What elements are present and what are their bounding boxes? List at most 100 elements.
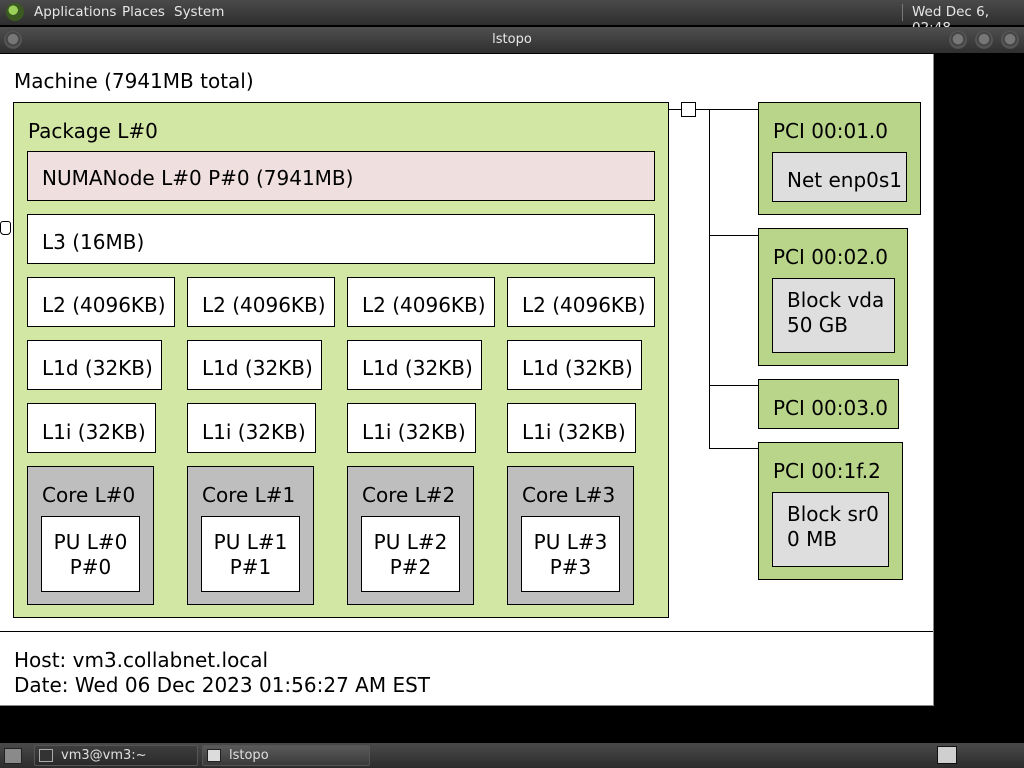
os-device-box: Block sr0 0 MB bbox=[772, 492, 889, 567]
lstopo-canvas: Machine (7941MB total) Package L#0 NUMAN… bbox=[0, 54, 934, 706]
core-label: Core L#1 bbox=[202, 483, 296, 507]
l1d-cache-label: L1d (32KB) bbox=[522, 356, 633, 380]
l1d-cache-label: L1d (32KB) bbox=[202, 356, 313, 380]
taskbar-item-label: lstopo bbox=[229, 748, 269, 763]
taskbar-item-label: vm3@vm3:~ bbox=[61, 748, 147, 763]
pu-box: PU L#1 P#1 bbox=[201, 516, 300, 592]
os-device-box: Block vda 50 GB bbox=[772, 278, 895, 353]
pu-os-index: P#1 bbox=[229, 555, 272, 579]
os-device-label: Block vda bbox=[787, 288, 885, 312]
l2-cache-box: L2 (4096KB) bbox=[27, 277, 175, 327]
l1d-cache-box: L1d (32KB) bbox=[27, 340, 162, 390]
package-label: Package L#0 bbox=[28, 119, 158, 143]
pci-device-box: PCI 00:03.0 bbox=[758, 379, 899, 429]
pu-box: PU L#3 P#3 bbox=[521, 516, 620, 592]
os-device-box: Net enp0s1 bbox=[772, 152, 907, 202]
bridge-trunk bbox=[709, 109, 710, 449]
window-titlebar[interactable]: lstopo bbox=[0, 27, 1024, 53]
date-label: Date: Wed 06 Dec 2023 01:56:27 AM EST bbox=[14, 673, 431, 697]
l1i-cache-label: L1i (32KB) bbox=[202, 420, 306, 444]
distro-logo-icon[interactable] bbox=[6, 3, 24, 21]
pu-label: PU L#2 bbox=[373, 530, 448, 554]
l3-cache-box: L3 (16MB) bbox=[27, 214, 655, 264]
l3-cache-label: L3 (16MB) bbox=[42, 230, 145, 254]
pu-label: PU L#1 bbox=[213, 530, 288, 554]
core-label: Core L#3 bbox=[522, 483, 616, 507]
menu-places[interactable]: Places bbox=[122, 4, 165, 20]
l1i-cache-box: L1i (32KB) bbox=[507, 403, 636, 453]
core-box: Core L#0 PU L#0 P#0 bbox=[27, 466, 154, 605]
menu-system[interactable]: System bbox=[174, 4, 225, 20]
taskbar-item-terminal[interactable]: vm3@vm3:~ bbox=[34, 745, 198, 766]
pci-device-box: PCI 00:02.0 Block vda 50 GB bbox=[758, 228, 908, 366]
minimize-icon[interactable] bbox=[949, 31, 967, 49]
bridge-connector bbox=[669, 109, 682, 110]
pci-branch bbox=[709, 235, 759, 236]
pci-label: PCI 00:01.0 bbox=[773, 119, 888, 143]
host-bridge-square bbox=[681, 102, 696, 117]
pu-os-index: P#2 bbox=[389, 555, 432, 579]
pci-device-box: PCI 00:1f.2 Block sr0 0 MB bbox=[758, 442, 903, 580]
menu-applications[interactable]: Applications bbox=[34, 4, 117, 20]
window-icon bbox=[207, 749, 221, 762]
close-icon[interactable] bbox=[1001, 31, 1019, 49]
bridge-connector bbox=[696, 109, 709, 110]
core-label: Core L#0 bbox=[42, 483, 136, 507]
window-title: lstopo bbox=[492, 32, 532, 47]
l1d-cache-label: L1d (32KB) bbox=[42, 356, 153, 380]
l1i-cache-box: L1i (32KB) bbox=[27, 403, 156, 453]
core-box: Core L#1 PU L#1 P#1 bbox=[187, 466, 314, 605]
l1i-cache-label: L1i (32KB) bbox=[522, 420, 626, 444]
pci-label: PCI 00:03.0 bbox=[773, 396, 888, 420]
l2-cache-box: L2 (4096KB) bbox=[507, 277, 655, 327]
terminal-icon bbox=[39, 749, 53, 762]
l2-cache-label: L2 (4096KB) bbox=[522, 293, 646, 317]
l1i-cache-box: L1i (32KB) bbox=[187, 403, 316, 453]
l2-cache-label: L2 (4096KB) bbox=[362, 293, 486, 317]
l1d-cache-label: L1d (32KB) bbox=[362, 356, 473, 380]
l2-cache-label: L2 (4096KB) bbox=[42, 293, 166, 317]
l1i-cache-box: L1i (32KB) bbox=[347, 403, 476, 453]
pu-os-index: P#3 bbox=[549, 555, 592, 579]
l1i-cache-label: L1i (32KB) bbox=[42, 420, 146, 444]
taskbar-item-lstopo[interactable]: lstopo bbox=[202, 745, 370, 766]
core-label: Core L#2 bbox=[362, 483, 456, 507]
l2-cache-box: L2 (4096KB) bbox=[187, 277, 335, 327]
numa-node-box: NUMANode L#0 P#0 (7941MB) bbox=[27, 151, 655, 201]
l1d-cache-box: L1d (32KB) bbox=[507, 340, 642, 390]
show-desktop-icon[interactable] bbox=[4, 748, 22, 764]
pci-branch bbox=[709, 109, 759, 110]
os-device-size: 0 MB bbox=[787, 527, 838, 551]
core-box: Core L#3 PU L#3 P#3 bbox=[507, 466, 634, 605]
pu-os-index: P#0 bbox=[69, 555, 112, 579]
pu-box: PU L#2 P#2 bbox=[361, 516, 460, 592]
panel-separator bbox=[902, 4, 903, 21]
pci-label: PCI 00:02.0 bbox=[773, 245, 888, 269]
pci-branch bbox=[709, 448, 759, 449]
os-device-size: 50 GB bbox=[787, 313, 849, 337]
bottom-panel: vm3@vm3:~ lstopo bbox=[0, 743, 1024, 768]
l1i-cache-label: L1i (32KB) bbox=[362, 420, 466, 444]
pci-device-box: PCI 00:01.0 Net enp0s1 bbox=[758, 102, 921, 215]
pu-label: PU L#0 bbox=[53, 530, 128, 554]
core-box: Core L#2 PU L#2 P#2 bbox=[347, 466, 474, 605]
l1d-cache-box: L1d (32KB) bbox=[347, 340, 482, 390]
hand-cursor-icon bbox=[0, 221, 11, 235]
os-device-label: Net enp0s1 bbox=[787, 168, 903, 192]
window-menu-icon[interactable] bbox=[4, 31, 22, 49]
workspace-switcher-icon[interactable] bbox=[937, 746, 957, 764]
top-panel: Applications Places System Wed Dec 6, 02… bbox=[0, 0, 1024, 36]
l2-cache-box: L2 (4096KB) bbox=[347, 277, 495, 327]
l2-cache-label: L2 (4096KB) bbox=[202, 293, 326, 317]
os-device-label: Block sr0 bbox=[787, 502, 879, 526]
host-label: Host: vm3.collabnet.local bbox=[14, 648, 269, 672]
pu-box: PU L#0 P#0 bbox=[41, 516, 140, 592]
machine-label: Machine (7941MB total) bbox=[14, 69, 254, 93]
numa-node-label: NUMANode L#0 P#0 (7941MB) bbox=[42, 166, 354, 190]
pci-branch bbox=[709, 385, 759, 386]
maximize-icon[interactable] bbox=[975, 31, 993, 49]
l1d-cache-box: L1d (32KB) bbox=[187, 340, 322, 390]
pci-label: PCI 00:1f.2 bbox=[773, 459, 881, 483]
pu-label: PU L#3 bbox=[533, 530, 608, 554]
footer-divider bbox=[0, 631, 933, 632]
